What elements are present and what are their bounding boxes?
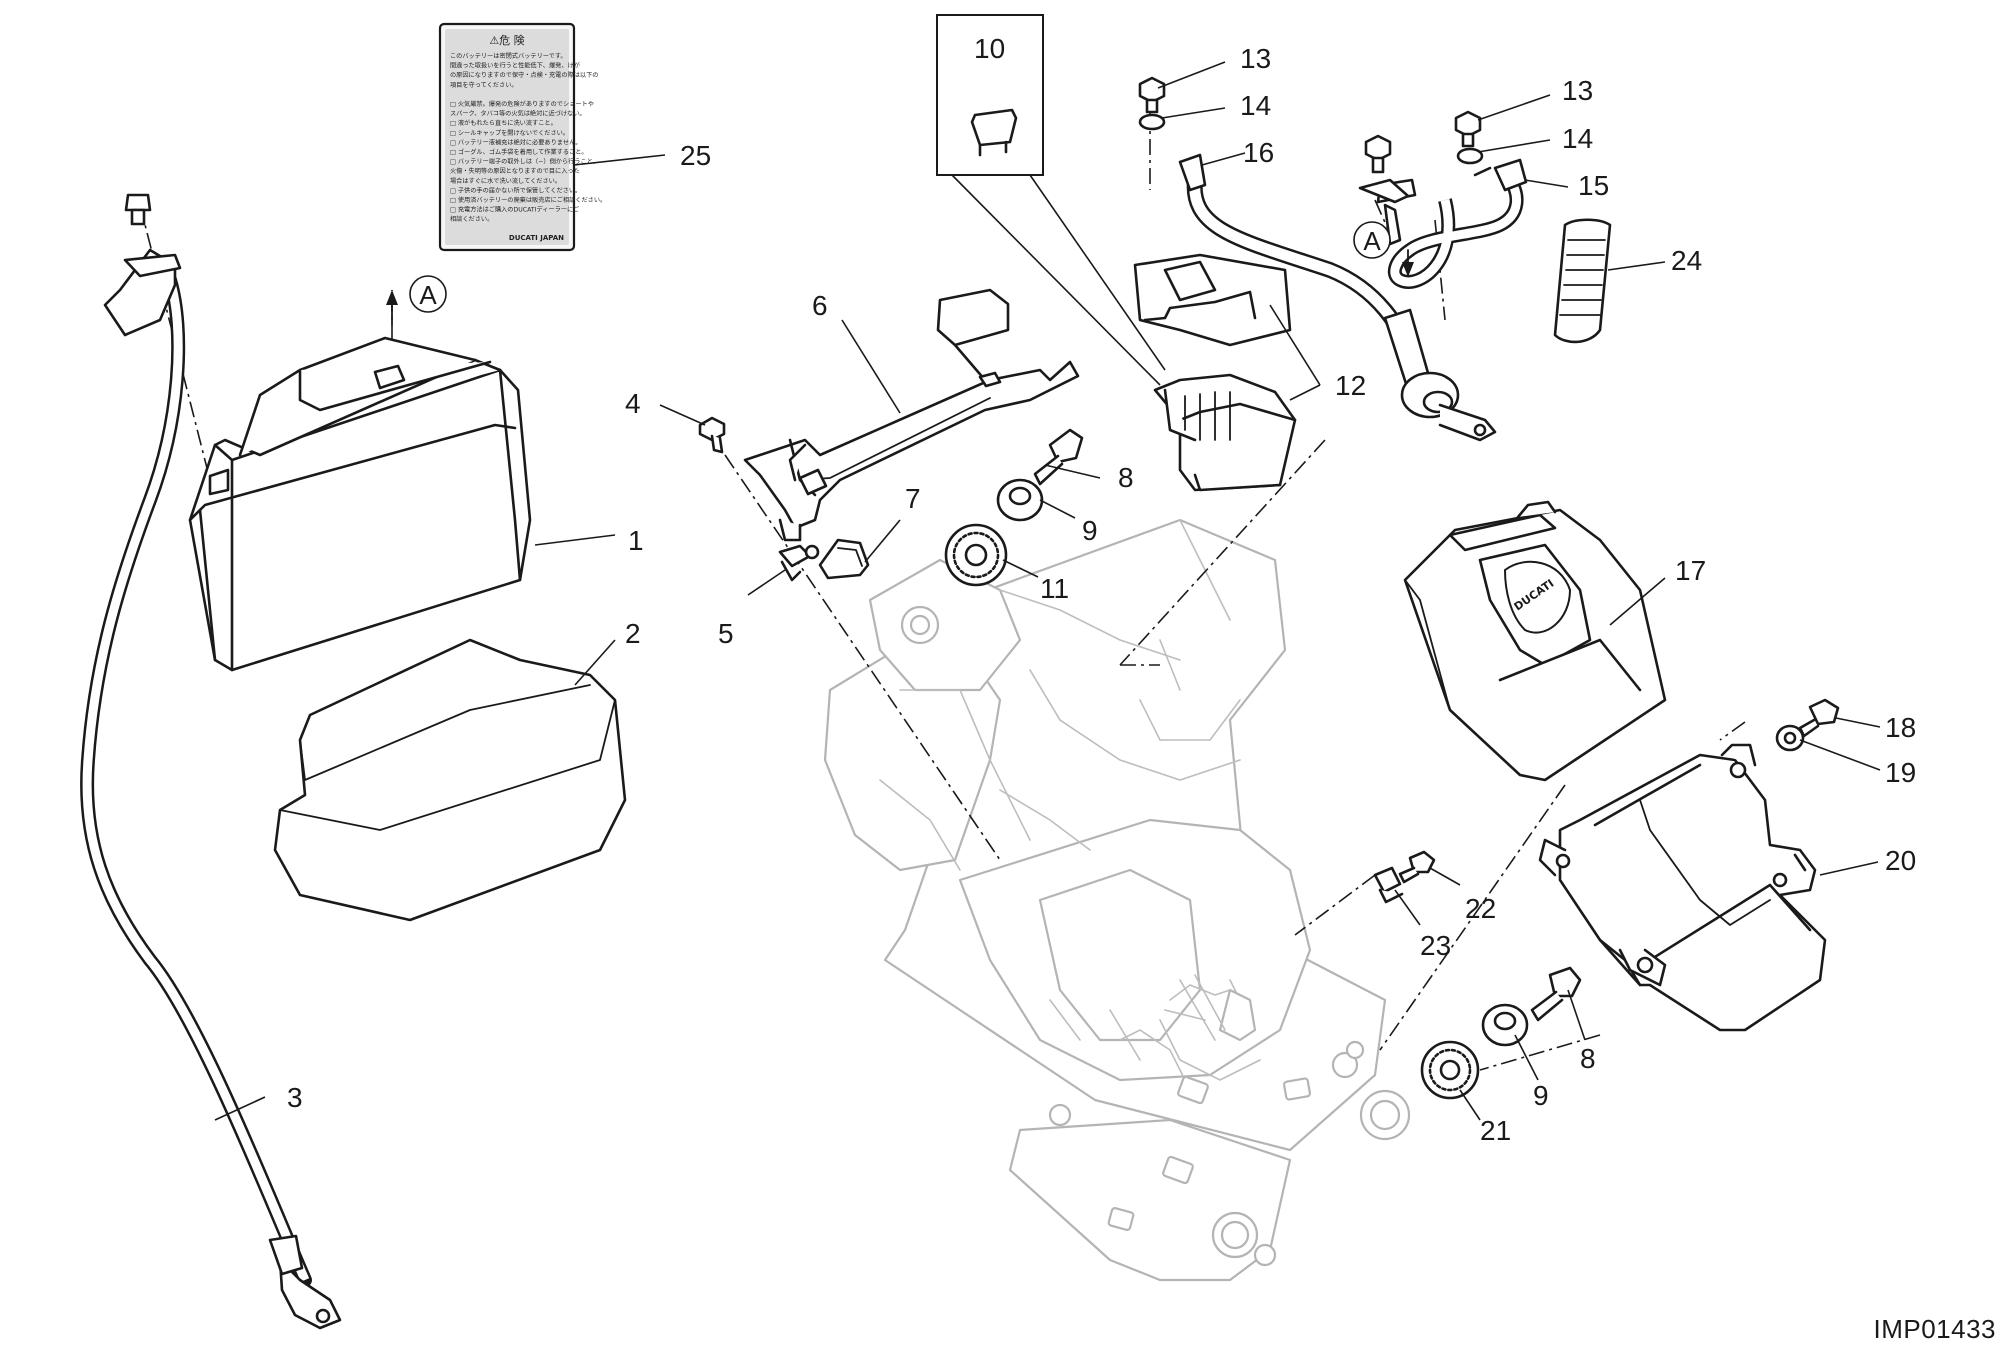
warning-label-text-lines: このバッテリーは密閉式バッテリーです。間違った取扱いを行うと性能低下、爆発、けが… (450, 52, 606, 223)
screw-13-left (1138, 76, 1166, 114)
callout-8-upper: 8 (1118, 462, 1134, 493)
screw-center (1358, 134, 1410, 204)
callout-13-right: 13 (1562, 75, 1593, 106)
callout-14-left: 14 (1240, 90, 1271, 121)
callout-13-left: 13 (1240, 43, 1271, 74)
grommet-11-upper (944, 523, 1008, 587)
callout-11: 11 (1040, 573, 1069, 604)
battery-rubber-pad (273, 638, 627, 922)
callout-21: 21 (1480, 1115, 1511, 1146)
callout-12: 12 (1335, 370, 1366, 401)
washer-19 (1775, 724, 1805, 752)
warning-label-line: □ バッテリー端子の取外しは（−）側から行うこと。 (450, 158, 599, 166)
screw-18 (1798, 698, 1840, 738)
callout-numbers: 1 2 3 4 5 6 7 8 9 10 11 12 13 14 16 13 1… (287, 33, 1916, 1146)
warning-label-line: □ バッテリー液補充は絶対に必要ありません。 (450, 138, 581, 146)
negative-battery-cable (80, 193, 342, 1330)
screw-8-upper (1033, 428, 1084, 486)
warning-label-line: □ ゴーグル、ゴム手袋を着用して作業すること。 (450, 148, 588, 156)
callout-9-upper: 9 (1082, 515, 1098, 546)
warning-label-line: □ 使用済バッテリーの廃棄は販売店にご相談ください。 (450, 196, 606, 204)
reference-mark-a-right: A (1353, 221, 1414, 277)
warning-label-line: □ 子供の手の届かない所で保管してください。 (450, 186, 581, 194)
control-unit-holder-20 (1538, 743, 1827, 1032)
warning-label-title: ⚠危 険 (489, 34, 524, 47)
callout-9-lower: 9 (1533, 1080, 1549, 1111)
callout-5: 5 (718, 618, 734, 649)
drawing-code: IMP01433 (1873, 1314, 1996, 1344)
positive-cable-16 (1178, 153, 1497, 442)
warning-label-line: 火傷・失明等の原因となりますので目に入った (450, 167, 580, 175)
control-unit-17: DUCATI (1403, 500, 1667, 782)
leader-lines (214, 61, 1881, 1121)
warning-label-line: □ 液がもれたら直ちに洗い流すこと。 (450, 119, 557, 127)
callout-7: 7 (905, 483, 921, 514)
battery (188, 336, 532, 672)
reference-mark-a-left: A (386, 275, 447, 326)
warning-label-line: 項目を守ってください。 (450, 81, 518, 89)
positive-cable-15 (1376, 158, 1528, 289)
callout-17: 17 (1675, 555, 1706, 586)
screw-8-lower (1530, 966, 1582, 1022)
warning-label-line: 間違った取扱いを行うと性能低下、爆発、けが (450, 62, 581, 70)
warning-label-line: スパーク、タバコ等の火気は絶対に近づけない。 (450, 110, 586, 118)
fuse-box (1133, 253, 1297, 492)
callout-3: 3 (287, 1082, 303, 1113)
callout-25: 25 (680, 140, 711, 171)
clip-nut-23 (1373, 866, 1404, 904)
callout-1: 1 (628, 525, 644, 556)
callout-4: 4 (625, 388, 641, 419)
washer-9-upper (996, 478, 1044, 522)
fuse-detail-box (936, 14, 1166, 386)
washer-9-lower (1481, 1003, 1529, 1047)
battery-retaining-bracket (743, 288, 1080, 542)
screw-4 (698, 416, 726, 454)
callout-24: 24 (1671, 245, 1702, 276)
screw-13-right (1454, 110, 1482, 148)
callout-22: 22 (1465, 893, 1496, 924)
callout-15: 15 (1578, 170, 1609, 201)
washer-14-right (1456, 147, 1484, 165)
callout-2: 2 (625, 618, 641, 649)
callout-18: 18 (1885, 712, 1916, 743)
callout-8-lower: 8 (1580, 1043, 1596, 1074)
washer-14-left (1138, 113, 1166, 131)
warning-label-line: このバッテリーは密閉式バッテリーです。 (450, 52, 567, 60)
battery-warning-label: ⚠危 険 このバッテリーは密閉式バッテリーです。間違った取扱いを行うと性能低下、… (438, 22, 606, 252)
warning-label-line: 相談ください。 (450, 215, 493, 223)
warning-label-line: の原因になりますので保守・点検・充電の際は以下の (450, 71, 599, 79)
reference-a-left-text: A (419, 280, 437, 310)
warning-label-line: □ 火気厳禁。爆発の危険がありますのでショートや (450, 100, 594, 108)
screw-22 (1398, 850, 1436, 884)
grommet-21-lower (1420, 1040, 1480, 1100)
clip-5 (778, 544, 820, 582)
callout-6: 6 (812, 290, 828, 321)
callout-20: 20 (1885, 845, 1916, 876)
rubber-block-7 (818, 538, 870, 580)
reference-a-right-text: A (1363, 226, 1381, 256)
callout-16: 16 (1243, 137, 1274, 168)
callout-14-right: 14 (1562, 123, 1593, 154)
warning-label-brand: DUCATI JAPAN (509, 234, 564, 242)
protective-sleeve-24 (1553, 218, 1612, 344)
battery-tray-frame (823, 518, 1411, 1282)
warning-label-line: □ シールキャップを開けないでください。 (450, 130, 569, 137)
warning-label-line: □ 充電方法はご購入のDUCATIディーラーにご (450, 206, 580, 214)
warning-label-line: 場合はすぐに水で洗い流してください。 (450, 177, 561, 185)
callout-23: 23 (1420, 930, 1451, 961)
callout-10: 10 (974, 33, 1005, 64)
callout-19: 19 (1885, 757, 1916, 788)
